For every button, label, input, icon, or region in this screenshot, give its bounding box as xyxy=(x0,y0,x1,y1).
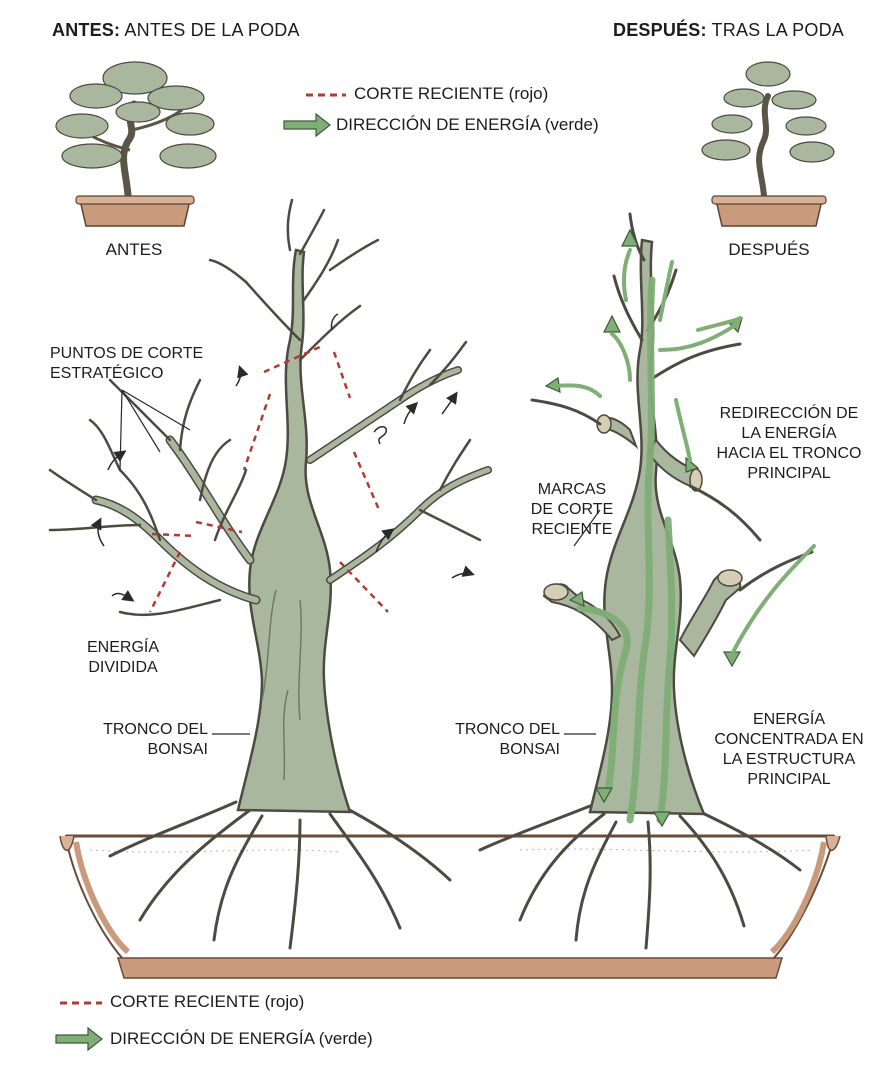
cut-marks-line-3: RECIENTE xyxy=(531,521,613,538)
header-after-rest: TRAS LA PODA xyxy=(711,20,844,40)
divided-energy-label: ENERGÍA DIVIDIDA xyxy=(68,638,178,678)
divided-energy-line-1: ENERGÍA xyxy=(86,639,159,656)
tree-before xyxy=(48,198,492,950)
trunk-before-line-2: BONSAI xyxy=(147,741,208,758)
cut-points-line-1: PUNTOS DE CORTE xyxy=(50,345,204,362)
header-before: ANTES: ANTES DE LA PODA xyxy=(52,19,300,41)
concentrated-line-1: ENERGÍA xyxy=(752,711,825,728)
concentrated-energy-label: ENERGÍA CONCENTRADA EN LA ESTRUCTURA PRI… xyxy=(704,710,874,790)
cut-marks-line-1: MARCAS xyxy=(537,481,607,498)
redirect-line-4: PRINCIPAL xyxy=(747,465,831,482)
redirect-line-2: LA ENERGÍA xyxy=(741,425,837,442)
header-after: DESPUÉS: TRAS LA PODA xyxy=(613,19,844,41)
thumbnail-after-caption: DESPUÉS xyxy=(728,240,810,259)
cut-marks-label: MARCAS DE CORTE RECIENTE xyxy=(522,480,622,540)
legend-bottom-cut-label: CORTE RECIENTE (rojo) xyxy=(110,992,305,1011)
cut-marks-line-2: DE CORTE xyxy=(530,501,614,518)
legend-top-energy-icon xyxy=(283,112,331,138)
trunk-label-before: TRONCO DEL BONSAI xyxy=(96,720,208,760)
cut-points-line-2: ESTRATÉGICO xyxy=(50,365,164,382)
legend-top-energy-label: DIRECCIÓN DE ENERGÍA (verde) xyxy=(336,115,599,134)
legend-bottom-energy-icon xyxy=(55,1026,103,1052)
thumbnail-after xyxy=(701,61,835,227)
redirect-energy-label: REDIRECCIÓN DE LA ENERGÍA HACIA EL TRONC… xyxy=(706,404,872,484)
trunk-label-after: TRONCO DEL BONSAI xyxy=(448,720,560,760)
header-after-strong: DESPUÉS: xyxy=(613,20,707,40)
header-before-strong: ANTES: xyxy=(52,20,121,40)
large-pot xyxy=(59,834,841,979)
legend-bottom-energy-label: DIRECCIÓN DE ENERGÍA (verde) xyxy=(110,1029,373,1048)
header-before-rest: ANTES DE LA PODA xyxy=(124,20,300,40)
thumbnail-before xyxy=(55,61,217,227)
cut-points-label: PUNTOS DE CORTE ESTRATÉGICO xyxy=(50,344,203,384)
concentrated-line-3: LA ESTRUCTURA xyxy=(722,751,856,768)
legend-top-cut-label: CORTE RECIENTE (rojo) xyxy=(354,84,549,103)
trunk-after-line-1: TRONCO DEL xyxy=(455,721,560,738)
trunk-after-line-2: BONSAI xyxy=(499,741,560,758)
redirect-line-1: REDIRECCIÓN DE xyxy=(719,405,859,422)
concentrated-line-4: PRINCIPAL xyxy=(747,771,831,788)
tree-after xyxy=(478,212,816,950)
concentrated-line-2: CONCENTRADA EN xyxy=(714,731,864,748)
divided-energy-line-2: DIVIDIDA xyxy=(88,659,158,676)
trunk-before-line-1: TRONCO DEL xyxy=(103,721,208,738)
thumbnail-before-caption: ANTES xyxy=(105,240,163,259)
redirect-line-3: HACIA EL TRONCO xyxy=(716,445,862,462)
